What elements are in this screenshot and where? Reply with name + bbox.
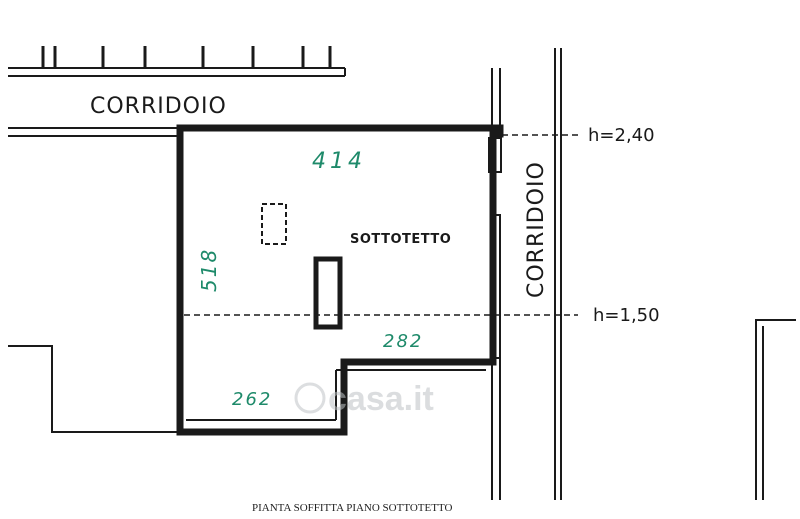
dimension-bottom: 262 bbox=[232, 389, 272, 410]
skylight bbox=[261, 203, 287, 245]
corridor-label-top: CORRIDOIO bbox=[90, 94, 227, 119]
height-label-high: h=2,40 bbox=[588, 125, 655, 146]
watermark-text: casa.it bbox=[328, 380, 434, 418]
attic-room-walls bbox=[176, 124, 504, 436]
plan-caption: PIANTA SOFFITTA PIANO SOTTOTETTO bbox=[252, 502, 452, 514]
dimension-top: 414 bbox=[312, 149, 366, 174]
watermark-logo: casa.it bbox=[294, 380, 434, 418]
far-right-walls bbox=[755, 319, 796, 500]
height-lines bbox=[184, 134, 578, 316]
upper-corridor-walls bbox=[8, 46, 346, 137]
dimension-left: 518 bbox=[197, 248, 221, 292]
dimension-step: 282 bbox=[383, 331, 423, 352]
corridor-label-right: CORRIDOIO bbox=[524, 161, 549, 298]
lower-left-walls bbox=[8, 345, 180, 433]
chimney bbox=[313, 256, 343, 330]
room-label: SOTTOTETTO bbox=[350, 232, 451, 247]
height-label-low: h=1,50 bbox=[593, 305, 660, 326]
